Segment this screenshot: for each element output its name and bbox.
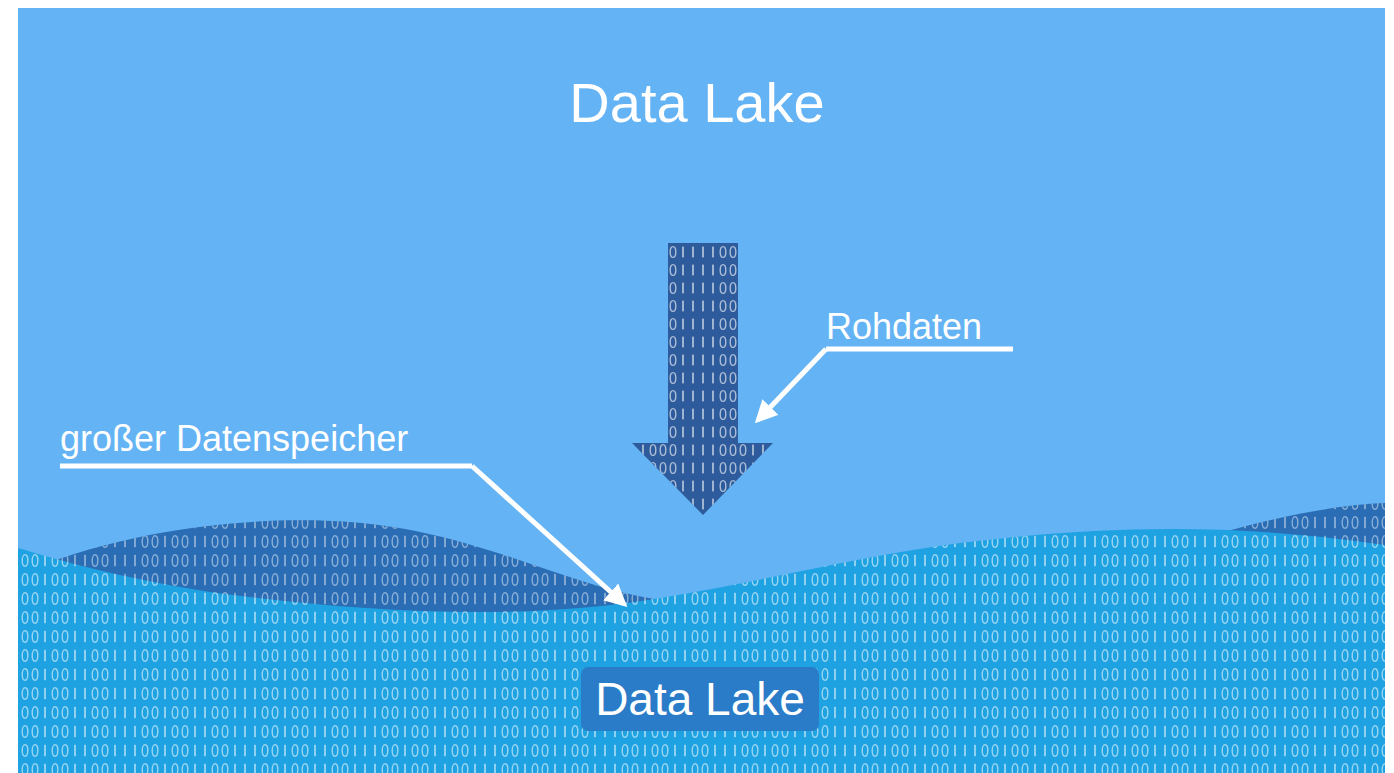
back-wave bbox=[18, 520, 1385, 773]
title-holder: Data Lake bbox=[569, 71, 824, 135]
label-holder: Rohdaten bbox=[826, 306, 982, 347]
label-underline bbox=[826, 347, 1013, 352]
sky-background bbox=[18, 8, 1385, 773]
water-label-box: Data Lake bbox=[581, 667, 819, 732]
node-text: Data Lake bbox=[595, 673, 805, 726]
leader-line bbox=[472, 466, 624, 604]
raw-data-arrow bbox=[632, 243, 773, 515]
front-wave-texture bbox=[18, 529, 1385, 773]
front-wave bbox=[18, 529, 1385, 773]
back-wave-texture bbox=[18, 520, 1385, 773]
raw-data-arrow-texture bbox=[632, 243, 773, 515]
leader-line bbox=[758, 349, 826, 420]
callout-label: großer Datenspeicher bbox=[60, 418, 408, 459]
label-holder: großer Datenspeicher bbox=[60, 418, 408, 459]
label-underline bbox=[60, 464, 472, 469]
callout-label: Rohdaten bbox=[826, 306, 982, 347]
title: Data Lake bbox=[569, 71, 824, 135]
